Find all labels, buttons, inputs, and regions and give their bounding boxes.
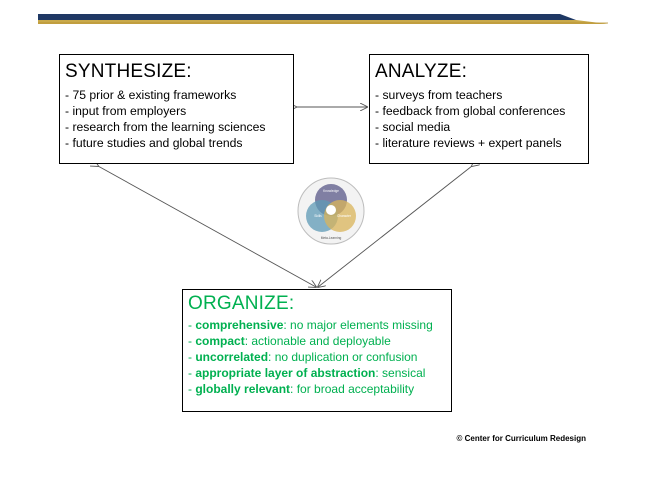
analyze-list: - surveys from teachers - feedback from … [375,87,588,151]
organize-item-term: compact [195,334,245,348]
synthesize-item: - input from employers [65,104,187,118]
organize-box: ORGANIZE: - comprehensive: no major elem… [182,289,452,412]
venn-label-meta-learning: Meta-Learning [321,236,342,240]
organize-list: - comprehensive: no major elements missi… [188,317,451,397]
analyze-item: - feedback from global conferences [375,104,566,118]
organize-item: - compact: actionable and deployable [188,334,391,348]
analyze-item: - literature reviews + expert panels [375,136,562,150]
organize-item: - comprehensive: no major elements missi… [188,318,433,332]
organize-item-term: globally relevant [195,382,291,396]
analyze-item: - social media [375,120,451,134]
venn-svg: Knowledge Skills Character Meta-Learning [297,177,365,245]
synthesize-item: - research from the learning sciences [65,120,266,134]
venn-label-character: Character [337,214,352,218]
organize-item-term: uncorrelated [195,350,269,364]
organize-title: ORGANIZE: [188,293,295,314]
header-bar-navy [38,14,576,20]
analyze-item: - surveys from teachers [375,88,503,102]
organize-item: - appropriate layer of abstraction: sens… [188,366,426,380]
venn-center [326,205,336,215]
synthesize-list: - 75 prior & existing frameworks - input… [65,87,293,151]
organize-item: - uncorrelated: no duplication or confus… [188,350,418,364]
analyze-box: ANALYZE: - surveys from teachers - feedb… [369,54,589,164]
synthesize-box: SYNTHESIZE: - 75 prior & existing framew… [59,54,294,164]
venn-label-skills: Skills [314,214,322,218]
header-bar [38,14,608,24]
organize-item-term: comprehensive [195,318,284,332]
synthesize-item: - future studies and global trends [65,136,243,150]
arrow-synthesize-organize [98,166,316,287]
analyze-title: ANALYZE: [375,61,468,82]
organize-item: - globally relevant: for broad acceptabi… [188,382,415,396]
organize-item-term: appropriate layer of abstraction [195,366,376,380]
framework-venn-diagram: Knowledge Skills Character Meta-Learning [294,174,374,248]
venn-label-knowledge: Knowledge [323,189,339,193]
copyright-footer: © Center for Curriculum Redesign [456,434,586,443]
synthesize-item: - 75 prior & existing frameworks [65,88,237,102]
synthesize-title: SYNTHESIZE: [65,61,192,82]
